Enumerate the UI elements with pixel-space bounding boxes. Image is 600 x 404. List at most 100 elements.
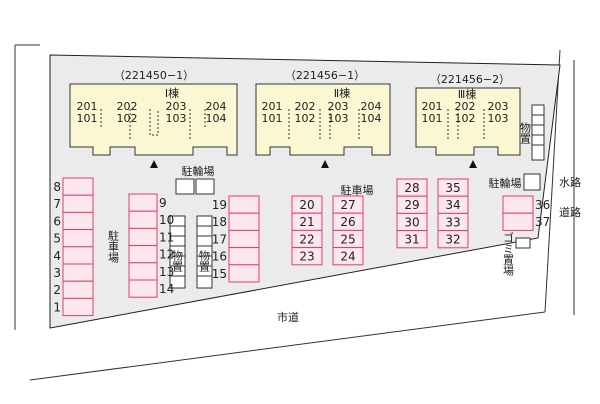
storage-mid-label: 物置 [198, 249, 211, 272]
parking-space-number: 9 [159, 196, 167, 210]
bicycle-parking-right-label: 駐輪場 [489, 176, 522, 190]
unit-numbers: 2011012021022031032041042011012021022031… [77, 100, 509, 125]
parking-left-label: 駐車場 [107, 229, 120, 264]
parking-space-number: 35 [445, 181, 460, 195]
unit-number: 202 [295, 100, 316, 113]
parking-space [128, 210, 158, 229]
parking-space-number: 31 [404, 233, 419, 247]
parking-space-number: 7 [53, 197, 61, 211]
parking-space-number: 1 [53, 300, 61, 314]
building-2 [255, 83, 391, 156]
parking-space-number: 12 [159, 248, 174, 262]
unit-number: 101 [422, 112, 443, 125]
parking-space [62, 246, 94, 265]
parking-space [62, 229, 94, 248]
building-1-name: Ⅰ棟 [165, 86, 179, 100]
storage-left-label: 物置 [171, 249, 184, 272]
parking-space [128, 279, 158, 298]
bicycle-rack-left [175, 178, 195, 195]
city-road-label: 市道 [277, 310, 299, 324]
road-label: 道路 [559, 205, 581, 219]
building-1 [69, 83, 238, 156]
entrance-marker-3 [469, 160, 477, 168]
parking-space [437, 230, 469, 249]
parking-space-number: 2 [53, 283, 61, 297]
unit-number: 103 [328, 112, 349, 125]
parking-space-number: 13 [159, 265, 174, 279]
unit-number: 204 [206, 100, 227, 113]
bicycle-rack-east [523, 173, 541, 191]
parking-space [228, 195, 260, 214]
unit-number: 203 [328, 100, 349, 113]
unit-number: 101 [262, 112, 283, 125]
road-edge-right-1 [544, 49, 561, 313]
parking-space-number: 27 [340, 198, 355, 212]
parking-space-number: 20 [299, 198, 314, 212]
parking-space [228, 247, 260, 266]
parking-space [228, 264, 260, 283]
parking-space [128, 227, 158, 247]
garbage-area [515, 237, 531, 249]
parking-space [396, 230, 428, 249]
unit-number: 102 [455, 112, 476, 125]
parking-space-number: 18 [212, 215, 227, 229]
parking-space-number: 26 [340, 215, 355, 229]
parking-space-number: 16 [212, 250, 227, 264]
garbage-label: ゴミ置場 [502, 231, 515, 277]
parking-space-number: 11 [159, 230, 174, 244]
parking-space-number: 33 [445, 215, 460, 229]
unit-number: 202 [117, 100, 138, 113]
unit-number: 203 [488, 100, 509, 113]
building-1-footprint [69, 83, 238, 156]
building-3 [415, 87, 521, 156]
parking-space [228, 212, 260, 231]
unit-number: 201 [77, 100, 98, 113]
parking-space-number: 14 [159, 282, 174, 296]
unit-number: 201 [422, 100, 443, 113]
unit-number: 102 [117, 112, 138, 125]
parking-space-number: 10 [159, 213, 174, 227]
parking-space-number: 28 [404, 181, 419, 195]
parking-space-number: 4 [53, 249, 61, 263]
unit-number: 202 [455, 100, 476, 113]
storage-right [531, 104, 545, 161]
parking-space-number: 17 [212, 232, 227, 246]
parking-space [228, 229, 260, 249]
unit-number: 203 [166, 100, 187, 113]
parking-space-number: 29 [404, 198, 419, 212]
storage-left [169, 215, 186, 289]
parking-space [332, 247, 364, 266]
parking-space [291, 247, 323, 266]
unit-number: 104 [361, 112, 382, 125]
parking-space [128, 262, 158, 281]
parking-space-number: 3 [53, 266, 61, 280]
parking-space-number: 32 [445, 233, 460, 247]
unit-number: 101 [77, 112, 98, 125]
parking-space [62, 263, 94, 282]
building-2-code: （221456−1） [285, 69, 365, 82]
parking-space-number: 23 [299, 250, 314, 264]
building-3-footprint [415, 87, 521, 156]
parking-space [502, 195, 534, 214]
building-2-name: Ⅱ棟 [334, 86, 350, 100]
parking-space-number: 5 [53, 232, 61, 246]
parking-space-number: 30 [404, 215, 419, 229]
entrance-marker-2 [321, 160, 329, 168]
bicycle-rack-right [195, 178, 215, 195]
parking-space-number: 15 [212, 267, 227, 281]
road-edge-city-road-lower [29, 311, 546, 381]
parking-center-label: 駐車場 [341, 183, 374, 197]
building-3-code: （221456−2） [430, 73, 510, 86]
parking-space [502, 212, 534, 231]
storage-mid [196, 215, 213, 289]
parking-space [62, 211, 94, 231]
parking-space-number: 19 [212, 198, 227, 212]
parking-space-number: 36 [535, 198, 550, 212]
parking-space [62, 194, 94, 213]
parking-space-number: 6 [53, 214, 61, 228]
unit-number: 104 [206, 112, 227, 125]
parking-space [128, 193, 158, 212]
parking-space [62, 280, 94, 299]
parking-space-number: 34 [445, 198, 460, 212]
